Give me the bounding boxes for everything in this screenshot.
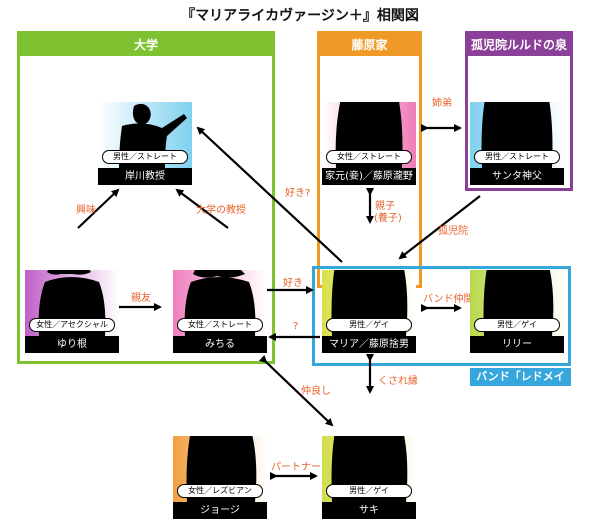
relation-label-nakayoshi: 仲良し xyxy=(301,386,331,397)
card-name: ゆり根 xyxy=(25,336,119,353)
character-card-michiru[interactable]: 女性／ストレート みちる xyxy=(173,270,267,353)
relation-label-suki-q: 好き? xyxy=(285,188,311,199)
relation-label-suki: 好き xyxy=(283,278,303,289)
character-card-iemoto[interactable]: 女性／ストレート 家元(妾)／藤原瀧野 xyxy=(322,102,416,185)
character-card-kishikawa[interactable]: 男性／ストレート 岸川教授 xyxy=(98,102,192,185)
relation-label-yoshi: (養子) xyxy=(374,213,402,224)
card-attribute-tag: 女性／レズビアン xyxy=(177,484,263,498)
relation-label-band-mate: バンド仲間 xyxy=(423,294,474,305)
group-university-label: 大学 xyxy=(20,34,272,56)
relation-label-univ-prof: 大学の教授 xyxy=(196,205,246,216)
arrow-maria-kishikawa xyxy=(196,126,343,263)
group-orphanage-label: 孤児院ルルドの泉 xyxy=(468,34,570,56)
relation-label-kyomi: 興味 xyxy=(76,205,96,216)
relation-label-shitei: 姉弟 xyxy=(432,98,452,109)
card-name: 家元(妾)／藤原瀧野 xyxy=(322,168,416,185)
group-fujiwara-label: 藤原家 xyxy=(320,34,419,56)
card-name: サキ xyxy=(322,502,416,519)
relation-label-question: ? xyxy=(293,321,299,332)
card-name: リリー xyxy=(470,336,564,353)
character-card-saki[interactable]: 男性／ゲイ サキ xyxy=(322,436,416,519)
arrow-santa-maria xyxy=(398,195,481,260)
arrow-michiru-saki xyxy=(258,354,334,427)
diagram-title: 『マリアライカヴァージン＋』相関図 xyxy=(181,8,419,24)
character-card-maria[interactable]: 男性／ゲイ マリア／藤原捨男 xyxy=(322,270,416,353)
card-attribute-tag: 男性／ストレート xyxy=(474,150,560,164)
group-orphanage: 孤児院ルルドの泉 xyxy=(465,31,573,191)
relation-label-kojiin: 孤児院 xyxy=(438,226,468,237)
arrow-michiru-kishikawa xyxy=(175,188,229,229)
card-name: 岸川教授 xyxy=(98,168,192,185)
character-card-george[interactable]: 女性／レズビアン ジョージ xyxy=(173,436,267,519)
relation-label-kusare: くされ縁 xyxy=(378,376,418,387)
card-attribute-tag: 男性／ゲイ xyxy=(326,318,412,332)
card-attribute-tag: 男性／ストレート xyxy=(102,150,188,164)
group-band xyxy=(312,266,571,366)
arrow-yuri-kishikawa xyxy=(77,188,120,229)
card-name: サンタ神父 xyxy=(470,168,564,185)
card-attribute-tag: 女性／アセクシャル xyxy=(29,318,115,332)
card-name: マリア／藤原捨男 xyxy=(322,336,416,353)
relation-label-shinyu: 親友 xyxy=(131,293,151,304)
card-attribute-tag: 男性／ゲイ xyxy=(474,318,560,332)
group-band-label: バンド「レドメイン」 xyxy=(470,368,571,401)
card-name: ジョージ xyxy=(173,502,267,519)
relation-label-partner: パートナー xyxy=(271,462,321,473)
relation-label-oyako: 親子 xyxy=(375,201,395,212)
group-fujiwara: 藤原家 xyxy=(317,31,422,288)
character-card-yuri[interactable]: 女性／アセクシャル ゆり根 xyxy=(25,270,119,353)
character-card-lily[interactable]: 男性／ゲイ リリー xyxy=(470,270,564,353)
card-attribute-tag: 女性／ストレート xyxy=(177,318,263,332)
card-attribute-tag: 男性／ゲイ xyxy=(326,484,412,498)
card-name: みちる xyxy=(173,336,267,353)
card-attribute-tag: 女性／ストレート xyxy=(326,150,412,164)
character-card-santa[interactable]: 男性／ストレート サンタ神父 xyxy=(470,102,564,185)
